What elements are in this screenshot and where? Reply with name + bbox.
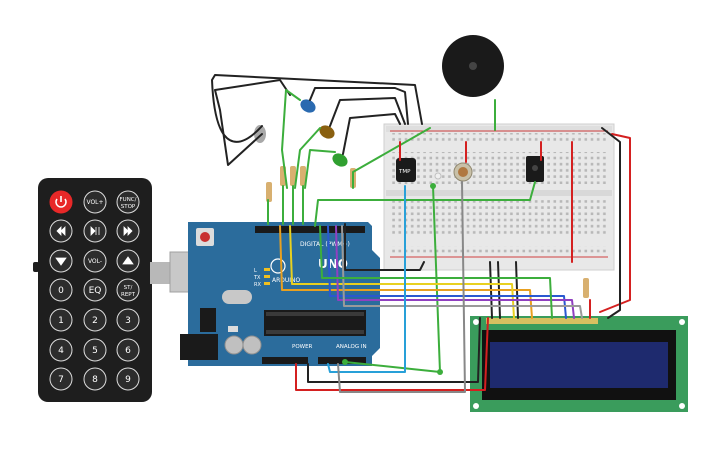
wire-green-4 xyxy=(352,127,431,189)
down-arrow-icon xyxy=(55,257,67,266)
voltage-regulator xyxy=(200,308,216,332)
resistors xyxy=(266,166,589,298)
analog-label: ANALOG IN xyxy=(336,344,367,350)
ir-remote: VOL+ FUNC/STOP VOL- 0 EQ ST/REPT 1 2 3 4 5 6 7 8 9 xyxy=(33,178,152,402)
fast-forward-icon xyxy=(123,226,133,236)
rewind-icon xyxy=(56,226,66,236)
remote-button[interactable]: 4 xyxy=(49,338,73,362)
wire-black-blue-led xyxy=(309,87,409,125)
wire-cyan xyxy=(327,185,406,373)
remote-button-label: 7 xyxy=(58,375,64,385)
arduino-uno: DIGITAL (PWM~) POWER ANALOG IN L TX RX A… xyxy=(180,222,380,366)
breadboard xyxy=(383,123,615,271)
analog-header xyxy=(318,357,366,364)
remote-ir-emitter xyxy=(33,262,39,272)
remote-button[interactable]: 9 xyxy=(116,367,140,391)
lcd-16x2 xyxy=(470,316,688,412)
remote-buttons: VOL+ FUNC/STOP VOL- 0 EQ ST/REPT 1 2 3 4 5 6 7 8 9 xyxy=(49,190,140,391)
remote-button-label: VOL+ xyxy=(86,199,103,206)
remote-button-label: 2 xyxy=(92,316,98,326)
wire-green-1 xyxy=(281,89,301,189)
remote-button-label: 8 xyxy=(92,375,98,385)
wire-gray xyxy=(341,225,583,319)
remote-button[interactable]: 2 xyxy=(83,308,107,332)
wire-green-lcd xyxy=(319,225,553,319)
remote-button-label: VOL- xyxy=(88,258,102,265)
wire-black-gnd xyxy=(307,317,481,383)
wire-purple xyxy=(335,225,575,319)
l-label: L xyxy=(254,268,257,274)
remote-button[interactable]: FUNC/STOP xyxy=(116,190,140,214)
remote-button[interactable]: 5 xyxy=(83,338,107,362)
remote-button-label: 1 xyxy=(58,316,64,326)
remote-button[interactable] xyxy=(49,219,73,243)
remote-button[interactable]: 0 xyxy=(49,278,73,302)
remote-button-label: 0 xyxy=(58,286,64,296)
remote-button[interactable]: 1 xyxy=(49,308,73,332)
remote-button-label: 4 xyxy=(58,346,64,356)
tmp-label: TMP xyxy=(398,169,411,175)
remote-button-label: REPT xyxy=(121,292,136,298)
remote-button-label: ST/ xyxy=(124,285,133,291)
wire-green-3 xyxy=(304,149,336,189)
wire-black-green-led xyxy=(342,113,401,155)
remote-button[interactable] xyxy=(49,190,73,214)
remote-button[interactable]: 6 xyxy=(116,338,140,362)
wire-black-left xyxy=(214,79,291,166)
remote-button[interactable]: EQ xyxy=(83,278,107,302)
wire-red-lcd xyxy=(599,133,631,313)
power-jack xyxy=(180,334,218,360)
tx-label: TX xyxy=(253,275,261,281)
remote-button[interactable]: ST/REPT xyxy=(116,278,140,302)
remote-button[interactable] xyxy=(116,249,140,273)
power-header xyxy=(262,357,308,364)
wire-green-2 xyxy=(294,127,321,189)
up-arrow-icon xyxy=(122,256,134,265)
breadboard-body xyxy=(383,123,615,271)
led-blue xyxy=(300,99,316,113)
model-label: UNO xyxy=(318,257,348,271)
digital-label: DIGITAL (PWM~) xyxy=(300,241,350,248)
remote-button-label: FUNC/ xyxy=(120,197,137,203)
remote-button-label: STOP xyxy=(121,204,136,210)
piezo-buzzer xyxy=(442,35,504,97)
remote-button[interactable] xyxy=(116,219,140,243)
lcd-screen xyxy=(490,342,668,388)
remote-button[interactable]: 3 xyxy=(116,308,140,332)
remote-button-label: EQ xyxy=(89,286,102,296)
rx-label: RX xyxy=(254,282,261,288)
digital-header xyxy=(255,226,365,233)
remote-button[interactable] xyxy=(49,249,73,273)
wires xyxy=(211,74,631,393)
power-label: POWER xyxy=(292,344,313,350)
breadboard-center-channel xyxy=(386,190,612,196)
led-yellow xyxy=(319,125,335,139)
remote-button[interactable]: 7 xyxy=(49,367,73,391)
remote-button-label: 6 xyxy=(125,346,131,356)
crystal xyxy=(222,290,252,304)
remote-button-label: 3 xyxy=(125,316,131,326)
small-led xyxy=(434,172,442,180)
remote-button-label: 5 xyxy=(92,346,98,356)
wire-red-5v xyxy=(295,317,489,391)
remote-button[interactable]: 8 xyxy=(83,367,107,391)
remote-button-label: 9 xyxy=(125,375,131,385)
photoresistor xyxy=(453,162,473,182)
remote-button[interactable] xyxy=(83,219,107,243)
led-green xyxy=(332,153,348,167)
play-pause-icon xyxy=(90,226,100,236)
ir-receiver xyxy=(526,156,544,182)
remote-button[interactable]: VOL+ xyxy=(83,190,107,214)
wire-green-5 xyxy=(314,181,536,227)
brand-label: ARDUINO xyxy=(272,277,301,284)
temperature-sensor: TMP xyxy=(396,158,416,182)
wire-black-yellow-led xyxy=(329,97,406,127)
lcd-pin-header xyxy=(486,318,598,324)
remote-button[interactable]: VOL- xyxy=(83,249,107,273)
power-icon xyxy=(55,196,67,208)
arduino-logo-icon xyxy=(270,258,286,274)
wire-gray-photo xyxy=(337,181,466,393)
